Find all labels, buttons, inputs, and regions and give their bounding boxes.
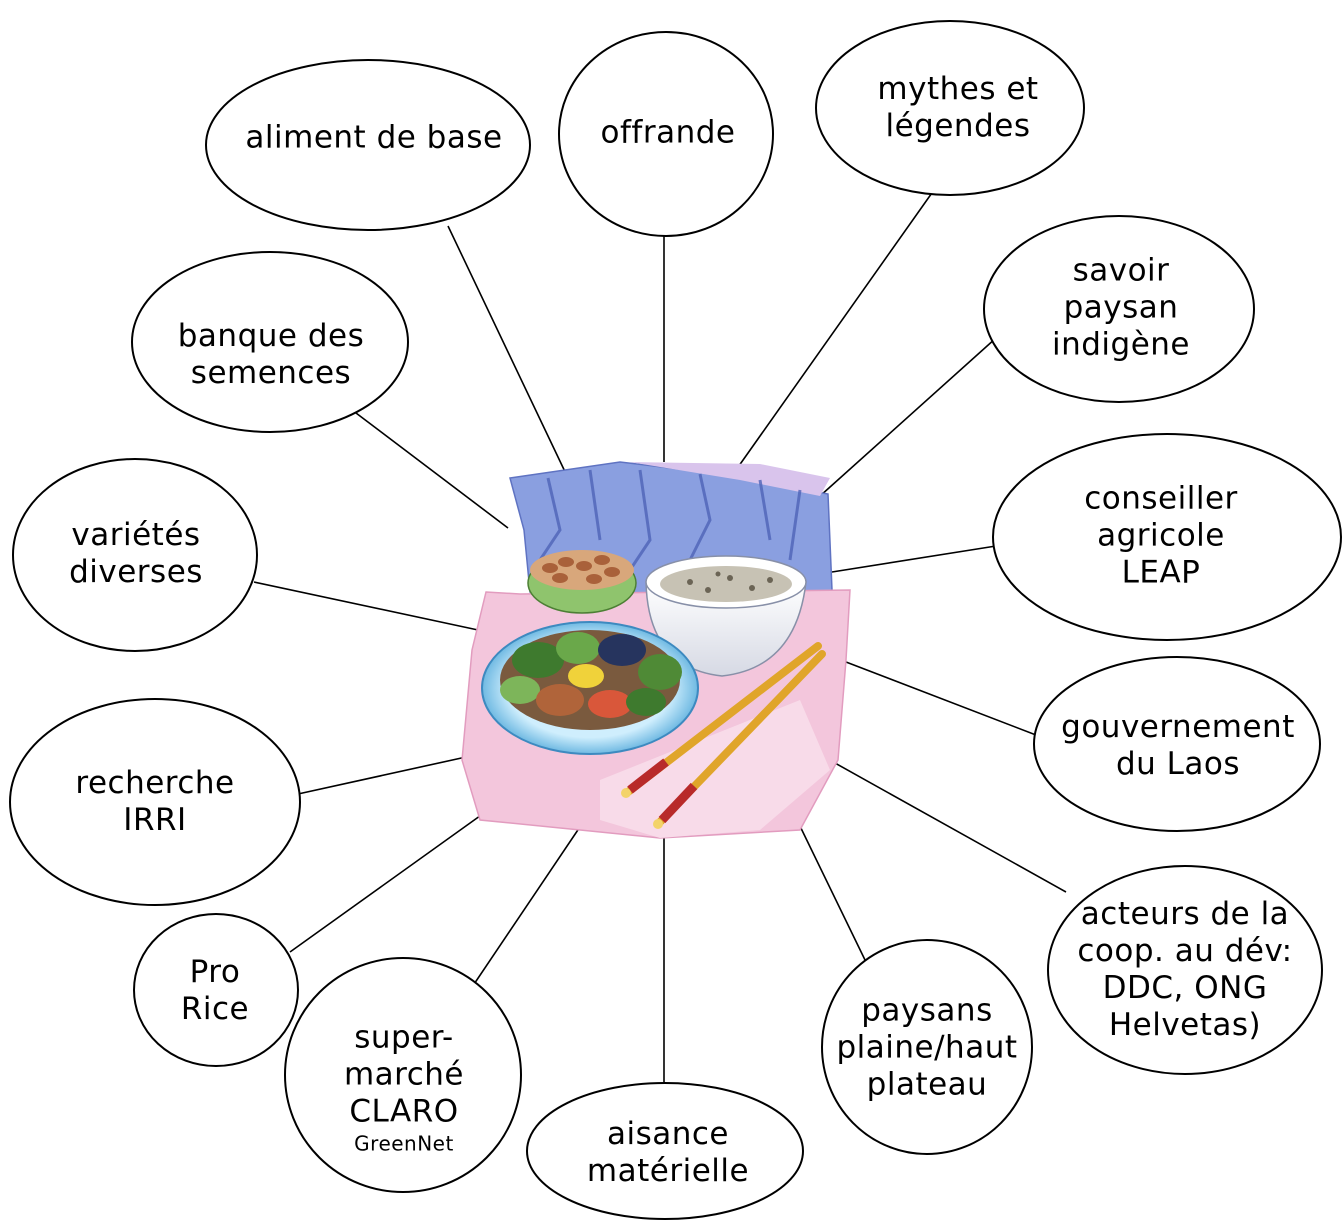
node-offrande-label: offrande: [601, 115, 736, 152]
node-recherche-shape: [9, 698, 301, 906]
node-conseiller-line-2: agricole: [1097, 517, 1225, 554]
connector-varietes: [253, 581, 479, 631]
node-banque-line-2: semences: [190, 355, 352, 391]
connector-acteurs: [825, 757, 1067, 893]
node-gouvernement-line-1: gouvernement: [1061, 709, 1295, 745]
node-pro-rice-label: Pro Rice: [181, 954, 249, 1028]
connector-aliment-de-base: [447, 225, 569, 479]
node-offrande-line-1: offrande: [600, 114, 736, 151]
node-gouvernement-shape: [1033, 656, 1321, 832]
node-conseiller-line-3: LEAP: [1121, 554, 1201, 591]
node-supermarche-greennet: GreenNet: [354, 1131, 454, 1156]
node-savoir-paysan-line-1: savoir: [1072, 252, 1170, 289]
node-banque-line-1: banque des: [177, 318, 365, 354]
node-varietes-label: variétés diverses: [69, 517, 203, 591]
node-mythes-line-1: mythes et: [877, 71, 1039, 107]
node-paysans-shape: [821, 939, 1033, 1155]
connector-savoir-paysan: [819, 337, 997, 497]
node-paysans-line-3: plateau: [866, 1066, 988, 1103]
node-conseiller-line-1: conseiller: [1084, 480, 1238, 517]
node-supermarche-shape: [284, 957, 522, 1193]
node-savoir-paysan-line-3: indigène: [1051, 326, 1191, 363]
node-conseiller-label: conseiller agricole LEAP: [1084, 481, 1238, 592]
node-savoir-paysan-shape: [983, 215, 1255, 403]
node-aliment-de-base-label: aliment de base: [245, 120, 502, 157]
node-gouvernement-label: gouvernement du Laos: [1061, 709, 1295, 783]
connector-recherche: [297, 756, 467, 795]
node-pro-rice-line-1: Pro: [189, 954, 241, 990]
node-supermarche-label: super- marché CLARO GreenNet: [344, 1020, 464, 1157]
node-offrande-shape: [558, 31, 774, 237]
node-aliment-de-base-line-1: aliment de base: [245, 119, 503, 156]
node-acteurs-line-2: coop. au dév:: [1077, 933, 1293, 969]
node-paysans-line-2: plaine/haut: [836, 1029, 1018, 1066]
node-recherche-line-2: IRRI: [123, 802, 187, 838]
connector-paysans: [797, 821, 867, 963]
node-acteurs-line-1: acteurs de la: [1080, 896, 1290, 932]
node-recherche-label: recherche IRRI: [75, 765, 234, 839]
node-savoir-paysan-line-2: paysan: [1063, 289, 1179, 326]
node-aisance-label: aisance matérielle: [587, 1116, 749, 1190]
node-aisance-line-1: aisance: [606, 1116, 730, 1152]
node-recherche-line-1: recherche: [75, 765, 235, 801]
node-paysans-line-1: paysans: [861, 992, 993, 1029]
node-paysans-label: paysans plaine/haut plateau: [836, 993, 1017, 1104]
node-supermarche-line-2: marché: [343, 1056, 465, 1093]
node-mythes-shape: [815, 20, 1085, 196]
node-savoir-paysan-label: savoir paysan indigène: [1052, 253, 1190, 364]
node-varietes-shape: [12, 458, 258, 652]
node-aisance-shape: [526, 1082, 804, 1220]
node-acteurs-label: acteurs de la coop. au dév: DDC, ONG Hel…: [1077, 896, 1292, 1044]
node-pro-rice-line-2: Rice: [180, 991, 250, 1027]
node-conseiller-shape: [992, 433, 1342, 641]
food-plate-with-chopsticks-icon: [461, 461, 851, 839]
node-mythes-line-2: légendes: [885, 108, 1031, 144]
node-supermarche-line-3: CLARO: [349, 1093, 459, 1130]
connector-supermarche: [461, 811, 591, 1003]
node-supermarche-line-1: super-: [354, 1019, 454, 1056]
node-banque-shape: [131, 251, 409, 433]
concept-nodes: [9, 20, 1342, 1220]
node-acteurs-line-3: DDC, ONG: [1102, 970, 1268, 1006]
node-pro-rice-shape: [133, 913, 299, 1067]
node-aisance-line-2: matérielle: [586, 1153, 750, 1189]
node-banque-label: banque des semences: [178, 318, 364, 392]
node-varietes-line-2: diverses: [69, 554, 203, 590]
node-acteurs-shape: [1047, 865, 1323, 1075]
node-acteurs-line-4: Helvetas): [1108, 1007, 1262, 1043]
node-gouvernement-line-2: du Laos: [1115, 746, 1241, 782]
node-varietes-line-1: variétés: [71, 517, 201, 553]
connector-banque: [355, 412, 509, 529]
connector-mythes: [735, 189, 935, 471]
connector-pro-rice: [289, 797, 506, 953]
connector-gouvernement: [845, 661, 1037, 736]
connectors: [253, 189, 1067, 1082]
node-aliment-de-base-shape: [205, 59, 531, 231]
node-mythes-label: mythes et légendes: [877, 71, 1038, 145]
connector-conseiller: [831, 545, 997, 573]
